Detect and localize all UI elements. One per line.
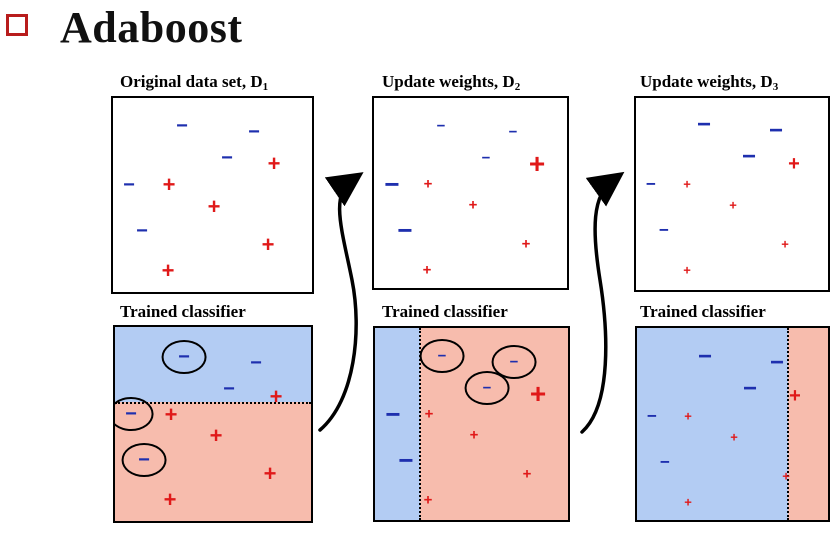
title-bullet-icon — [6, 14, 28, 36]
negative-sample: − — [646, 174, 656, 194]
positive-sample: + — [529, 378, 547, 409]
positive-sample: + — [521, 235, 531, 253]
positive-sample: + — [269, 384, 283, 409]
stage-1-decision-boundary — [115, 402, 311, 404]
positive-sample: + — [730, 429, 738, 445]
positive-sample: + — [684, 408, 692, 424]
stage-3-positive-region — [788, 328, 828, 520]
stage-2-top-caption: Update weights, D2 — [382, 72, 521, 93]
positive-sample: + — [161, 258, 175, 283]
stage-3-classifier-panel: −−−+−++−++ — [635, 326, 830, 522]
negative-sample: − — [385, 399, 401, 429]
misclassified-ring — [464, 371, 510, 405]
negative-sample: − — [250, 352, 262, 374]
stage-3-top-caption: Update weights, D3 — [640, 72, 779, 93]
negative-sample: − — [697, 343, 713, 370]
negative-sample: − — [696, 111, 712, 138]
arrow-stage-2-to-3 — [580, 171, 625, 434]
negative-sample: − — [398, 445, 414, 475]
positive-sample: + — [162, 172, 176, 197]
positive-sample: + — [164, 402, 178, 427]
negative-sample: − — [123, 174, 135, 196]
positive-sample: + — [528, 148, 546, 179]
negative-sample: − — [769, 349, 785, 376]
stage-2-classifier-panel: −−−+−++−++ — [373, 326, 570, 522]
positive-sample: + — [263, 461, 277, 486]
stage-1-dataset-panel: −−−+−++−++ — [111, 96, 314, 294]
stage-2-negative-region — [375, 328, 420, 520]
negative-sample: − — [660, 452, 670, 472]
negative-sample: − — [248, 121, 260, 143]
stage-3-bottom-caption: Trained classifier — [640, 302, 766, 321]
stage-3-dataset-panel: −−−+−++−++ — [634, 96, 830, 292]
negative-sample: − — [384, 169, 400, 199]
positive-sample: + — [729, 197, 737, 213]
positive-sample: + — [781, 236, 789, 252]
positive-sample: + — [267, 151, 281, 176]
misclassified-ring — [115, 397, 154, 431]
positive-sample: + — [522, 465, 532, 483]
arrow-stage-1-to-2 — [318, 172, 364, 432]
negative-sample: − — [481, 149, 491, 167]
misclassified-ring — [419, 339, 465, 373]
misclassified-ring — [161, 340, 207, 374]
positive-sample: + — [423, 175, 433, 193]
stage-1-bottom-caption: Trained classifier — [120, 302, 246, 321]
stage-1-top-caption: Original data set, D1 — [120, 72, 269, 93]
positive-sample: + — [423, 491, 433, 509]
negative-sample: − — [436, 117, 446, 135]
positive-sample: + — [782, 468, 790, 484]
positive-sample: + — [788, 153, 800, 175]
negative-sample: − — [221, 147, 233, 169]
misclassified-ring — [491, 345, 537, 379]
negative-sample: − — [741, 143, 757, 170]
positive-sample: + — [684, 494, 692, 510]
negative-sample: − — [397, 215, 413, 245]
positive-sample: + — [469, 426, 479, 444]
positive-sample: + — [207, 194, 221, 219]
negative-sample: − — [136, 220, 148, 242]
stage-1-negative-region — [115, 327, 311, 402]
negative-sample: − — [659, 220, 669, 240]
positive-sample: + — [163, 487, 177, 512]
positive-sample: + — [468, 196, 478, 214]
misclassified-ring — [121, 443, 167, 477]
stage-1-classifier-panel: −−−+−++−++ — [113, 325, 313, 523]
negative-sample: − — [647, 406, 657, 426]
stage-3-decision-boundary — [787, 328, 789, 520]
negative-sample: − — [742, 375, 758, 402]
positive-sample: + — [789, 385, 801, 407]
positive-sample: + — [209, 423, 223, 448]
positive-sample: + — [424, 405, 434, 423]
positive-sample: + — [683, 262, 691, 278]
stage-2-dataset-panel: −−−+−++−++ — [372, 96, 569, 290]
stage-2-bottom-caption: Trained classifier — [382, 302, 508, 321]
negative-sample: − — [768, 117, 784, 144]
stage-3-negative-region — [637, 328, 788, 520]
negative-sample: − — [176, 115, 188, 137]
negative-sample: − — [223, 378, 235, 400]
page-title: Adaboost — [60, 3, 243, 52]
positive-sample: + — [422, 261, 432, 279]
negative-sample: − — [508, 123, 518, 141]
positive-sample: + — [683, 176, 691, 192]
positive-sample: + — [261, 232, 275, 257]
stage-2-decision-boundary — [419, 328, 421, 520]
